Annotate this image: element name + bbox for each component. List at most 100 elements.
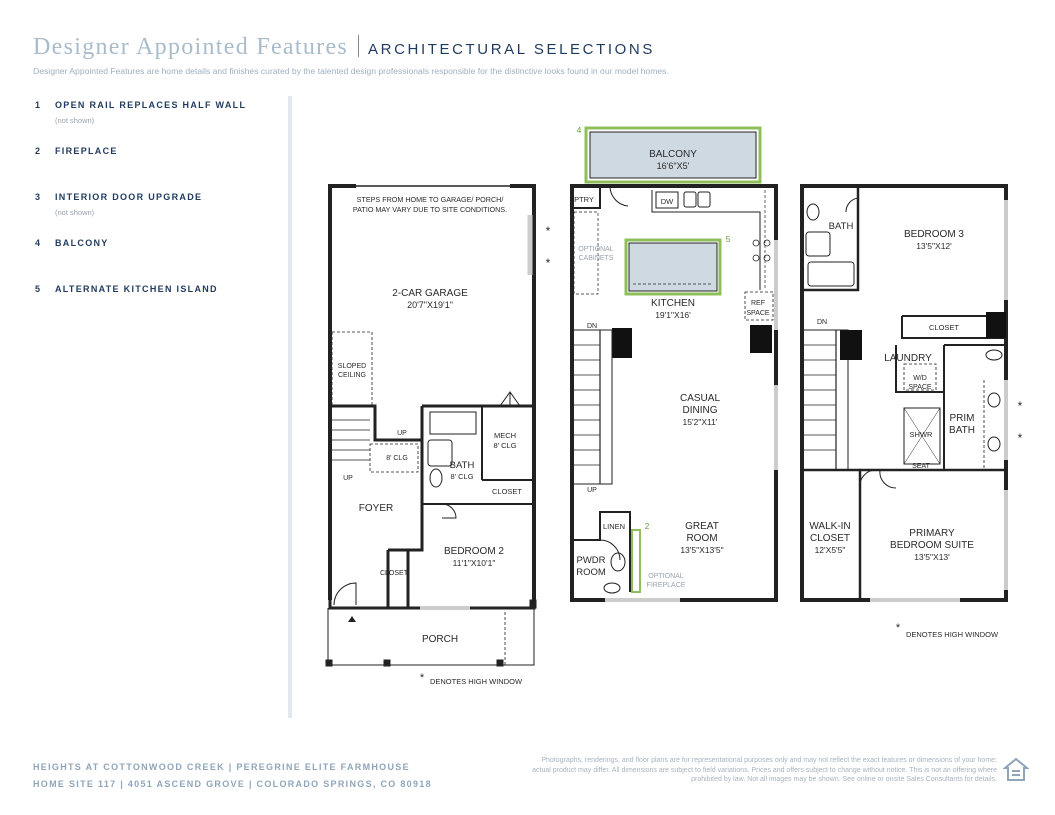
site-note: STEPS FROM HOME TO GARAGE/ PORCH/ [357,195,504,204]
closet-label: CLOSET [380,570,409,577]
kitchen-label: KITCHEN [651,298,695,309]
feature-label: BALCONY [55,238,109,248]
disclaimer: Photographs, renderings, and floor plans… [532,757,997,783]
optional-cabinets-label: OPTIONAL [578,246,614,253]
ref-space-label: REF [751,300,765,307]
great-room-dimension: 13'5"X13'5" [680,545,723,555]
feature-number: 4 [35,238,41,248]
prim-bath-label: BATH [949,425,975,436]
feature-number: 5 [35,284,41,294]
feature-number: 1 [35,100,41,110]
bedroom2-dimension: 11'1"X10'1" [453,558,496,568]
ceiling-height-label: 8' CLG [386,455,408,462]
wd-space-label: SPACE [908,384,932,391]
feature-number: 3 [35,192,41,202]
powder-room-label: PWDR [576,555,605,566]
level1-labels: STEPS FROM HOME TO GARAGE/ PORCH/ PATIO … [338,195,551,686]
feature-note: (not shown) [55,208,95,217]
optional-cabinets-label: CABINETS [578,255,613,262]
bedroom3-dimension: 13'5"X12' [916,241,952,251]
feature-label: INTERIOR DOOR UPGRADE [55,192,203,202]
bedroom2-label: BEDROOM 2 [444,546,504,557]
feature-list: 1 OPEN RAIL REPLACES HALF WALL (not show… [35,100,285,330]
bath-ceiling-label: 8' CLG [450,472,473,481]
project-info: HEIGHTS AT COTTONWOOD CREEK | PEREGRINE … [33,759,432,793]
primary-suite-label: BEDROOM SUITE [890,540,974,551]
primary-suite-label: PRIMARY [909,528,955,539]
island-feature-number: 5 [726,234,731,244]
balcony-label: BALCONY [649,149,697,160]
high-window-mark: * [420,672,425,684]
feature-item: 5 ALTERNATE KITCHEN ISLAND [35,284,285,330]
high-window-mark: * [1018,431,1023,445]
section-heading: ARCHITECTURAL SELECTIONS [368,41,655,58]
casual-dining-label: DINING [683,405,718,416]
casual-dining-dimension: 15'2"X11' [683,417,718,427]
stair-up-label: UP [397,430,407,437]
balcony-dimension: 16'6"X5' [657,161,690,171]
bedroom3-label: BEDROOM 3 [904,229,964,240]
page-title: Designer Appointed Features [33,34,349,60]
walkin-closet-label: WALK-IN [809,521,850,532]
stair-up-label: UP [587,487,597,494]
level2-labels: 4 BALCONY 16'6"X5' PTRY DW OPTIONAL CABI… [574,125,770,589]
level1-plan [325,184,537,667]
high-window-note: DENOTES HIGH WINDOW [430,677,523,686]
address-line: HOME SITE 117 | 4051 ASCEND GROVE | COLO… [33,779,432,789]
page-description: Designer Appointed Features are home det… [33,66,669,76]
casual-dining-label: CASUAL [680,393,720,404]
panel-divider [288,96,292,718]
stair-down-label: DN [817,319,827,326]
stair-down-label: DN [587,323,597,330]
stair-up-label: UP [343,475,353,482]
foyer-label: FOYER [359,503,393,514]
great-room-label: GREAT [685,521,719,532]
feature-note: (not shown) [55,116,95,125]
bath-label: BATH [829,221,854,232]
fireplace-feature-number: 2 [645,521,650,531]
high-window-mark: * [546,224,551,238]
walkin-closet-label: CLOSET [810,533,850,544]
laundry-label: LAUNDRY [884,353,932,364]
level3-labels: BATH BEDROOM 3 13'5"X12' CLOSET DN LAUND… [809,221,1022,639]
mech-label: MECH [494,431,516,440]
bath-label: BATH [450,460,475,471]
porch-label: PORCH [422,634,458,645]
balcony-feature-number: 4 [577,125,582,135]
garage-dimension: 20'7"X19'1" [407,300,453,310]
high-window-note: DENOTES HIGH WINDOW [906,630,999,639]
level2-plan [570,126,778,602]
title-divider [358,35,360,57]
seat-label: SEAT [912,463,930,470]
feature-number: 2 [35,146,41,156]
closet-label: CLOSET [492,487,522,496]
ref-space-label: SPACE [746,310,770,317]
walkin-closet-dimension: 12'X5'5" [815,545,846,555]
page-header: Designer Appointed Features ARCHITECTURAL… [33,34,655,61]
sloped-ceiling-label: SLOPED [338,363,366,370]
equal-housing-icon [1002,757,1030,788]
shower-label: SHWR [910,430,933,439]
powder-room-label: ROOM [576,567,606,578]
pantry-label: PTRY [574,195,594,204]
feature-item: 3 INTERIOR DOOR UPGRADE (not shown) [35,192,285,238]
feature-item: 4 BALCONY [35,238,285,284]
high-window-mark: * [1018,399,1023,413]
feature-label: FIREPLACE [55,146,118,156]
mech-ceiling-label: 8' CLG [493,441,516,450]
feature-item: 1 OPEN RAIL REPLACES HALF WALL (not show… [35,100,285,146]
linen-label: LINEN [603,522,625,531]
dishwasher-label: DW [661,197,674,206]
optional-fireplace-label: FIREPLACE [647,582,686,589]
community-line: HEIGHTS AT COTTONWOOD CREEK | PEREGRINE … [33,762,410,772]
primary-suite-dimension: 13'5"X13' [914,552,950,562]
feature-label: OPEN RAIL REPLACES HALF WALL [55,100,247,110]
closet-label: CLOSET [929,323,959,332]
wd-space-label: W/D [913,375,927,382]
feature-label: ALTERNATE KITCHEN ISLAND [55,284,218,294]
level3-plan [800,184,1008,602]
high-window-mark: * [896,622,901,634]
kitchen-dimension: 19'1"X16' [655,310,691,320]
high-window-mark: * [546,256,551,270]
